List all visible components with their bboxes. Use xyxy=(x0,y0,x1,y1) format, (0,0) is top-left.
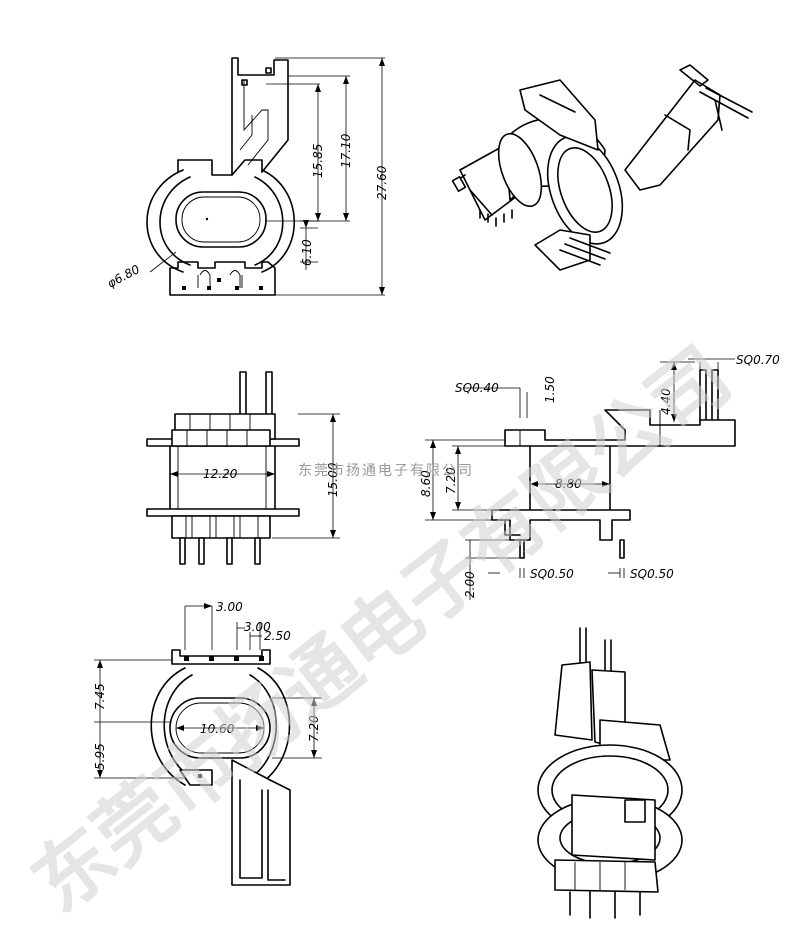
front-view: 12.20 15.00 xyxy=(146,371,340,565)
dim-3-00-a: 3.00 xyxy=(216,600,243,614)
isometric-view-bottom xyxy=(537,627,683,919)
dim-17-10: 17.10 xyxy=(339,133,353,168)
side-view: SQ0.40 1.50 SQ0.70 4.40 8.80 8.60 7.20 2… xyxy=(419,353,780,600)
dim-sq0-40: SQ0.40 xyxy=(455,381,499,395)
dim-15-00: 15.00 xyxy=(326,462,340,497)
dim-2-00: 2.00 xyxy=(463,571,477,598)
dim-8-80: 8.80 xyxy=(555,477,582,491)
dim-phi-6-80: φ6.80 xyxy=(105,262,142,291)
top-view: 15.85 17.10 27.60 6.10 φ6.80 xyxy=(105,57,389,296)
watermark-small: 东莞市扬通电子有限公司 xyxy=(298,462,474,479)
dim-3-00-b: 3.00 xyxy=(244,620,271,634)
dim-15-85: 15.85 xyxy=(311,144,325,178)
dim-8-60: 8.60 xyxy=(419,470,433,497)
dim-7-20-bottom: 7.20 xyxy=(307,715,321,742)
dim-2-50: 2.50 xyxy=(264,629,291,643)
dim-sq0-50-left: SQ0.50 xyxy=(530,567,574,581)
dim-7-45: 7.45 xyxy=(93,683,107,710)
isometric-view-top xyxy=(451,64,753,271)
dim-5-95: 5.95 xyxy=(93,743,107,770)
dim-10-60: 10.60 xyxy=(200,722,235,736)
dim-4-40: 4.40 xyxy=(659,388,673,415)
dim-7-20: 7.20 xyxy=(444,467,458,494)
dim-27-60: 27.60 xyxy=(375,165,389,200)
dim-6-10: 6.10 xyxy=(300,239,314,266)
dim-sq0-50-right: SQ0.50 xyxy=(630,567,674,581)
dim-12-20: 12.20 xyxy=(203,467,238,481)
dim-sq0-70: SQ0.70 xyxy=(736,353,780,367)
dim-1-50: 1.50 xyxy=(543,376,557,403)
bottom-view: 3.00 3.00 2.50 7.45 5.95 10.60 7.20 xyxy=(93,600,322,886)
